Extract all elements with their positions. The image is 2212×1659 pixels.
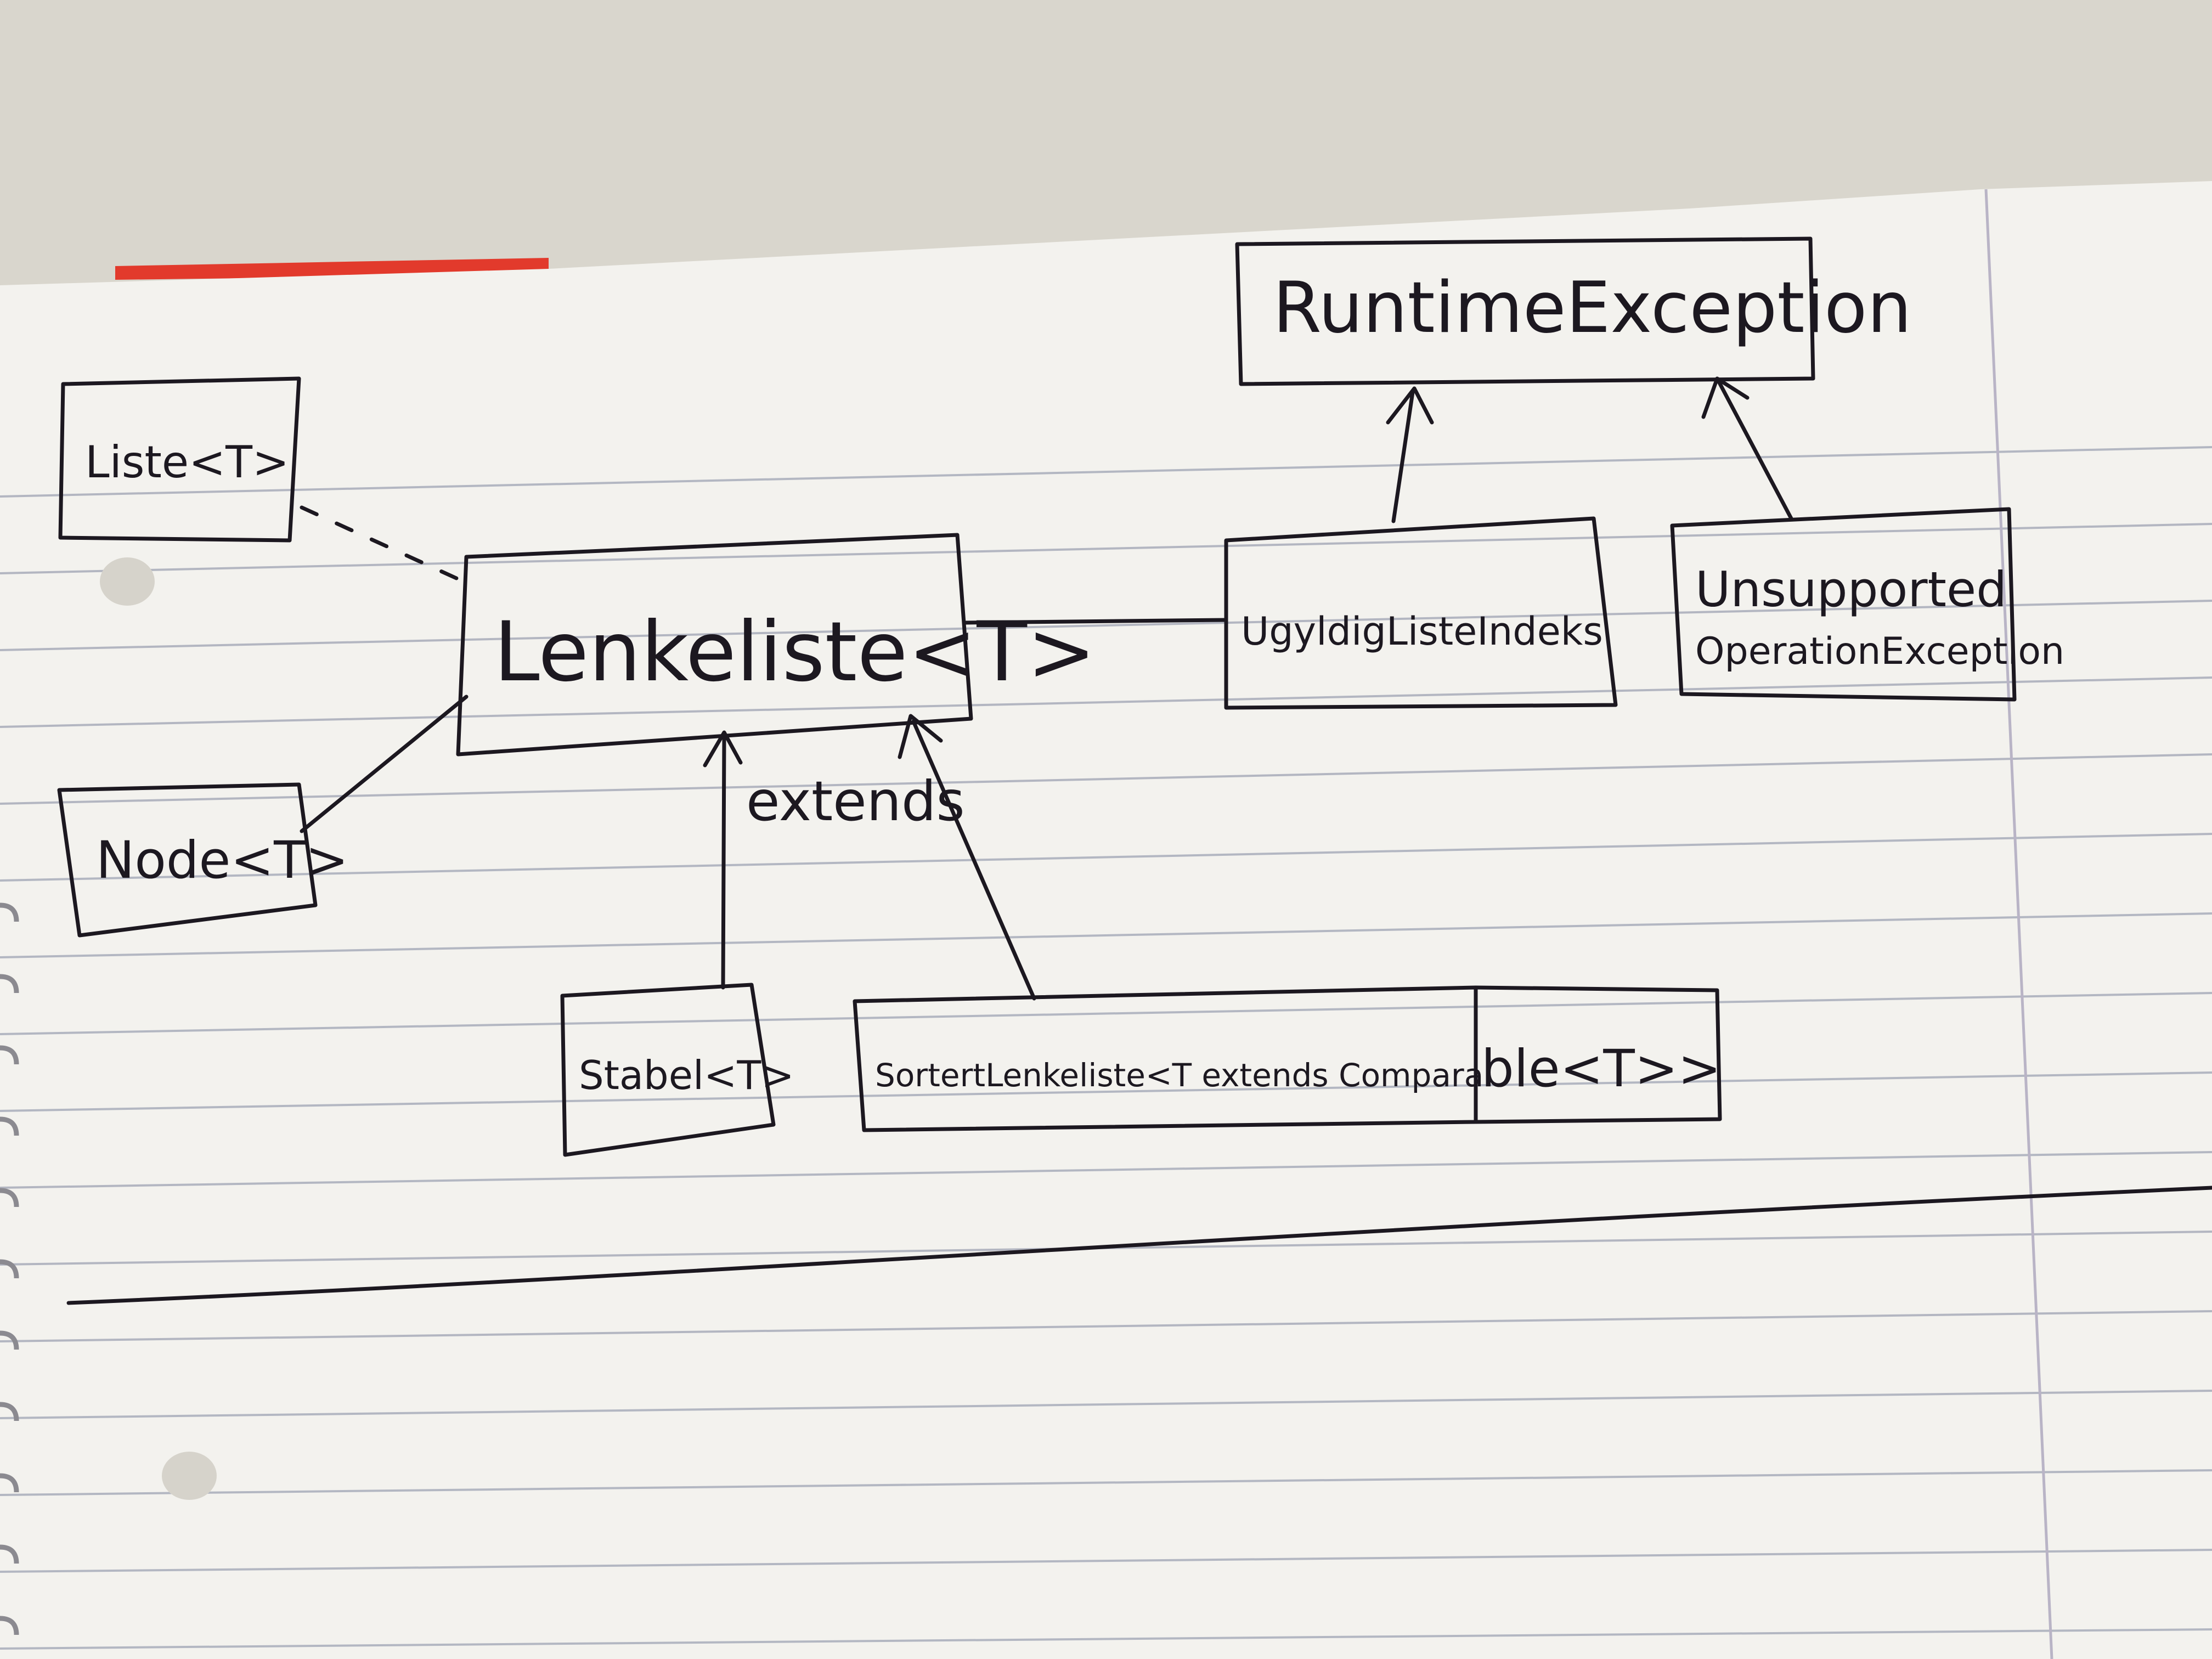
sortert-lenkeliste-label-part2: ble<T>> bbox=[1481, 1039, 1721, 1099]
lenkeliste-box bbox=[456, 533, 973, 757]
unsupported-label-line1: Unsupported bbox=[1695, 561, 2007, 618]
page-divider-line bbox=[66, 1186, 2212, 1305]
runtime-exception-box bbox=[1235, 236, 1815, 386]
node-lenkeliste-connector bbox=[300, 695, 469, 833]
lenkeliste-ugyldig-connector bbox=[963, 618, 1228, 625]
runtime-exception-label: RuntimeException bbox=[1273, 267, 1912, 349]
lenkeliste-label: Lenkeliste<T> bbox=[494, 605, 1096, 700]
punch-hole bbox=[100, 557, 155, 606]
unsupported-runtime-arrow bbox=[1701, 376, 1793, 521]
stabel-lenkeliste-extends-arrow bbox=[703, 730, 743, 990]
ugyldig-liste-indeks-box bbox=[1224, 516, 1618, 710]
margin-line bbox=[1984, 189, 2053, 1659]
ugyldig-runtime-arrow bbox=[1386, 386, 1434, 523]
ugyldig-liste-indeks-label: UgyldigListeIndeks bbox=[1241, 609, 1603, 654]
node-box bbox=[57, 782, 318, 938]
punch-hole bbox=[162, 1452, 217, 1500]
spiral-binding bbox=[0, 902, 19, 1635]
extends-edge-label: extends bbox=[746, 769, 965, 833]
stabel-box bbox=[560, 983, 776, 1157]
node-label: Node<T> bbox=[96, 831, 348, 890]
notebook-page bbox=[0, 181, 2212, 1659]
unsupported-label-line2: OperationException bbox=[1695, 630, 2064, 673]
sortert-lenkeliste-arrow bbox=[898, 714, 1036, 1001]
sortert-lenkeliste-label-part1: SortertLenkeliste<T extends Compara bbox=[875, 1057, 1483, 1094]
stabel-label: Stabel<T> bbox=[579, 1052, 794, 1098]
liste-label: Liste<T> bbox=[85, 437, 289, 488]
unsupported-operation-exception-box bbox=[1670, 507, 2017, 702]
liste-lenkeliste-dashed-connector bbox=[300, 505, 466, 584]
sortert-lenkeliste-box-extension bbox=[1474, 985, 1722, 1124]
liste-box bbox=[58, 376, 301, 543]
